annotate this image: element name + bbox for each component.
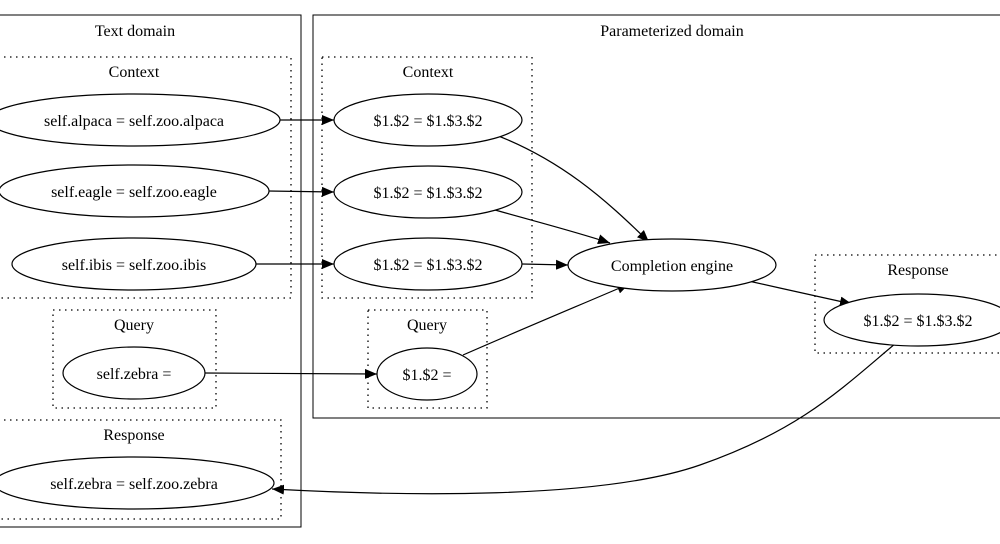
node-text-query (62, 346, 206, 400)
text-query-cluster (52, 309, 217, 409)
param-domain-cluster (312, 14, 1000, 419)
edge-response-to-text (271, 342, 897, 495)
param-context-label: Context (403, 64, 454, 81)
node-param-ctx-1 (333, 93, 523, 147)
param-context-cluster (321, 56, 533, 299)
node-text-eagle (0, 164, 270, 218)
edge-eagle-to-param (267, 186, 335, 197)
node-text-alpaca-label: self.alpaca = self.zoo.alpaca (44, 113, 224, 130)
edge-ctx2-to-engine (487, 207, 611, 245)
text-response-label: Response (103, 427, 164, 444)
text-context-label: Context (109, 64, 160, 81)
node-param-ctx-2-label: $1.$2 = $1.$3.$2 (373, 185, 482, 202)
edge-query-to-engine (462, 283, 630, 356)
node-text-eagle-label: self.eagle = self.zoo.eagle (51, 184, 217, 201)
node-param-ctx-2 (333, 165, 523, 219)
node-param-ctx-1-label: $1.$2 = $1.$3.$2 (373, 113, 482, 130)
param-response-label: Response (887, 262, 948, 279)
node-text-response-label: self.zebra = self.zoo.zebra (50, 476, 218, 493)
param-query-cluster (367, 309, 488, 409)
node-engine (567, 238, 777, 292)
edge-query-to-param (203, 368, 378, 379)
node-text-ibis-label: self.ibis = self.zoo.ibis (62, 257, 207, 274)
node-engine-label: Completion engine (611, 258, 733, 275)
text-response-cluster (0, 419, 282, 520)
param-domain-label: Parameterized domain (600, 23, 744, 40)
node-param-ctx-3-label: $1.$2 = $1.$3.$2 (373, 257, 482, 274)
node-param-response (823, 293, 1000, 347)
edge-ctx1-to-engine (487, 131, 650, 243)
node-text-alpaca (0, 93, 281, 147)
node-text-response (0, 456, 275, 510)
node-text-query-label: self.zebra = (97, 366, 172, 383)
node-text-ibis (11, 237, 257, 291)
edge-engine-to-response (743, 279, 853, 307)
text-domain-label: Text domain (95, 23, 175, 40)
edge-ctx3-to-engine (521, 259, 569, 270)
param-query-label: Query (407, 317, 447, 334)
node-param-response-label: $1.$2 = $1.$3.$2 (863, 313, 972, 330)
node-param-query-label: $1.$2 = (402, 367, 451, 384)
node-param-query (376, 347, 478, 401)
text-domain-cluster (0, 14, 302, 528)
text-query-label: Query (114, 317, 154, 334)
node-param-ctx-3 (333, 237, 523, 291)
